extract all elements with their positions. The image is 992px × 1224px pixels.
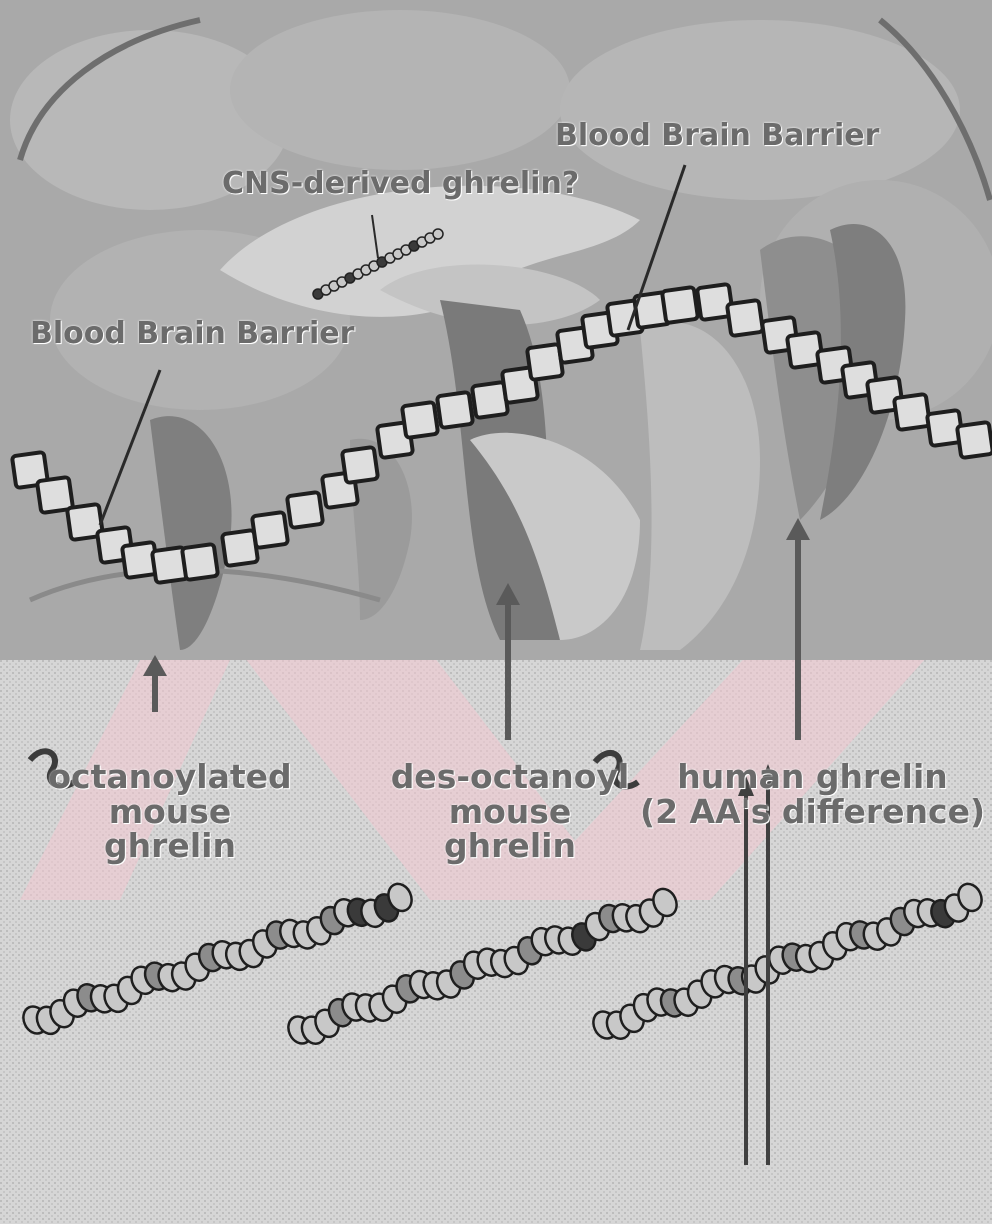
barrier-cell-icon <box>252 512 288 548</box>
bbb-label-left: Blood Brain Barrier <box>30 318 354 350</box>
caption-line: ghrelin <box>385 829 635 864</box>
caption-line: des-octanoyl <box>385 760 635 795</box>
barrier-cell-icon <box>437 392 473 428</box>
caption-line: human ghrelin <box>640 760 985 795</box>
barrier-cell-icon <box>182 544 218 580</box>
caption-line: ghrelin <box>45 829 295 864</box>
bbb-label-top: Blood Brain Barrier <box>555 120 879 152</box>
barrier-cell-icon <box>894 394 930 430</box>
caption-line: octanoylated <box>45 760 295 795</box>
barrier-cell-icon <box>402 402 438 438</box>
caption-line: mouse <box>385 795 635 830</box>
barrier-cell-icon <box>727 300 763 336</box>
barrier-cell-icon <box>662 287 698 323</box>
barrier-cell-icon <box>287 492 323 528</box>
caption-line: (2 AA's difference) <box>640 795 985 830</box>
residue-icon <box>433 229 443 239</box>
barrier-cell-icon <box>957 422 992 458</box>
cns-derived-label: CNS-derived ghrelin? <box>222 168 579 200</box>
barrier-cell-icon <box>342 447 378 483</box>
human-ghrelin-label: human ghrelin(2 AA's difference) <box>640 760 985 829</box>
caption-line: mouse <box>45 795 295 830</box>
